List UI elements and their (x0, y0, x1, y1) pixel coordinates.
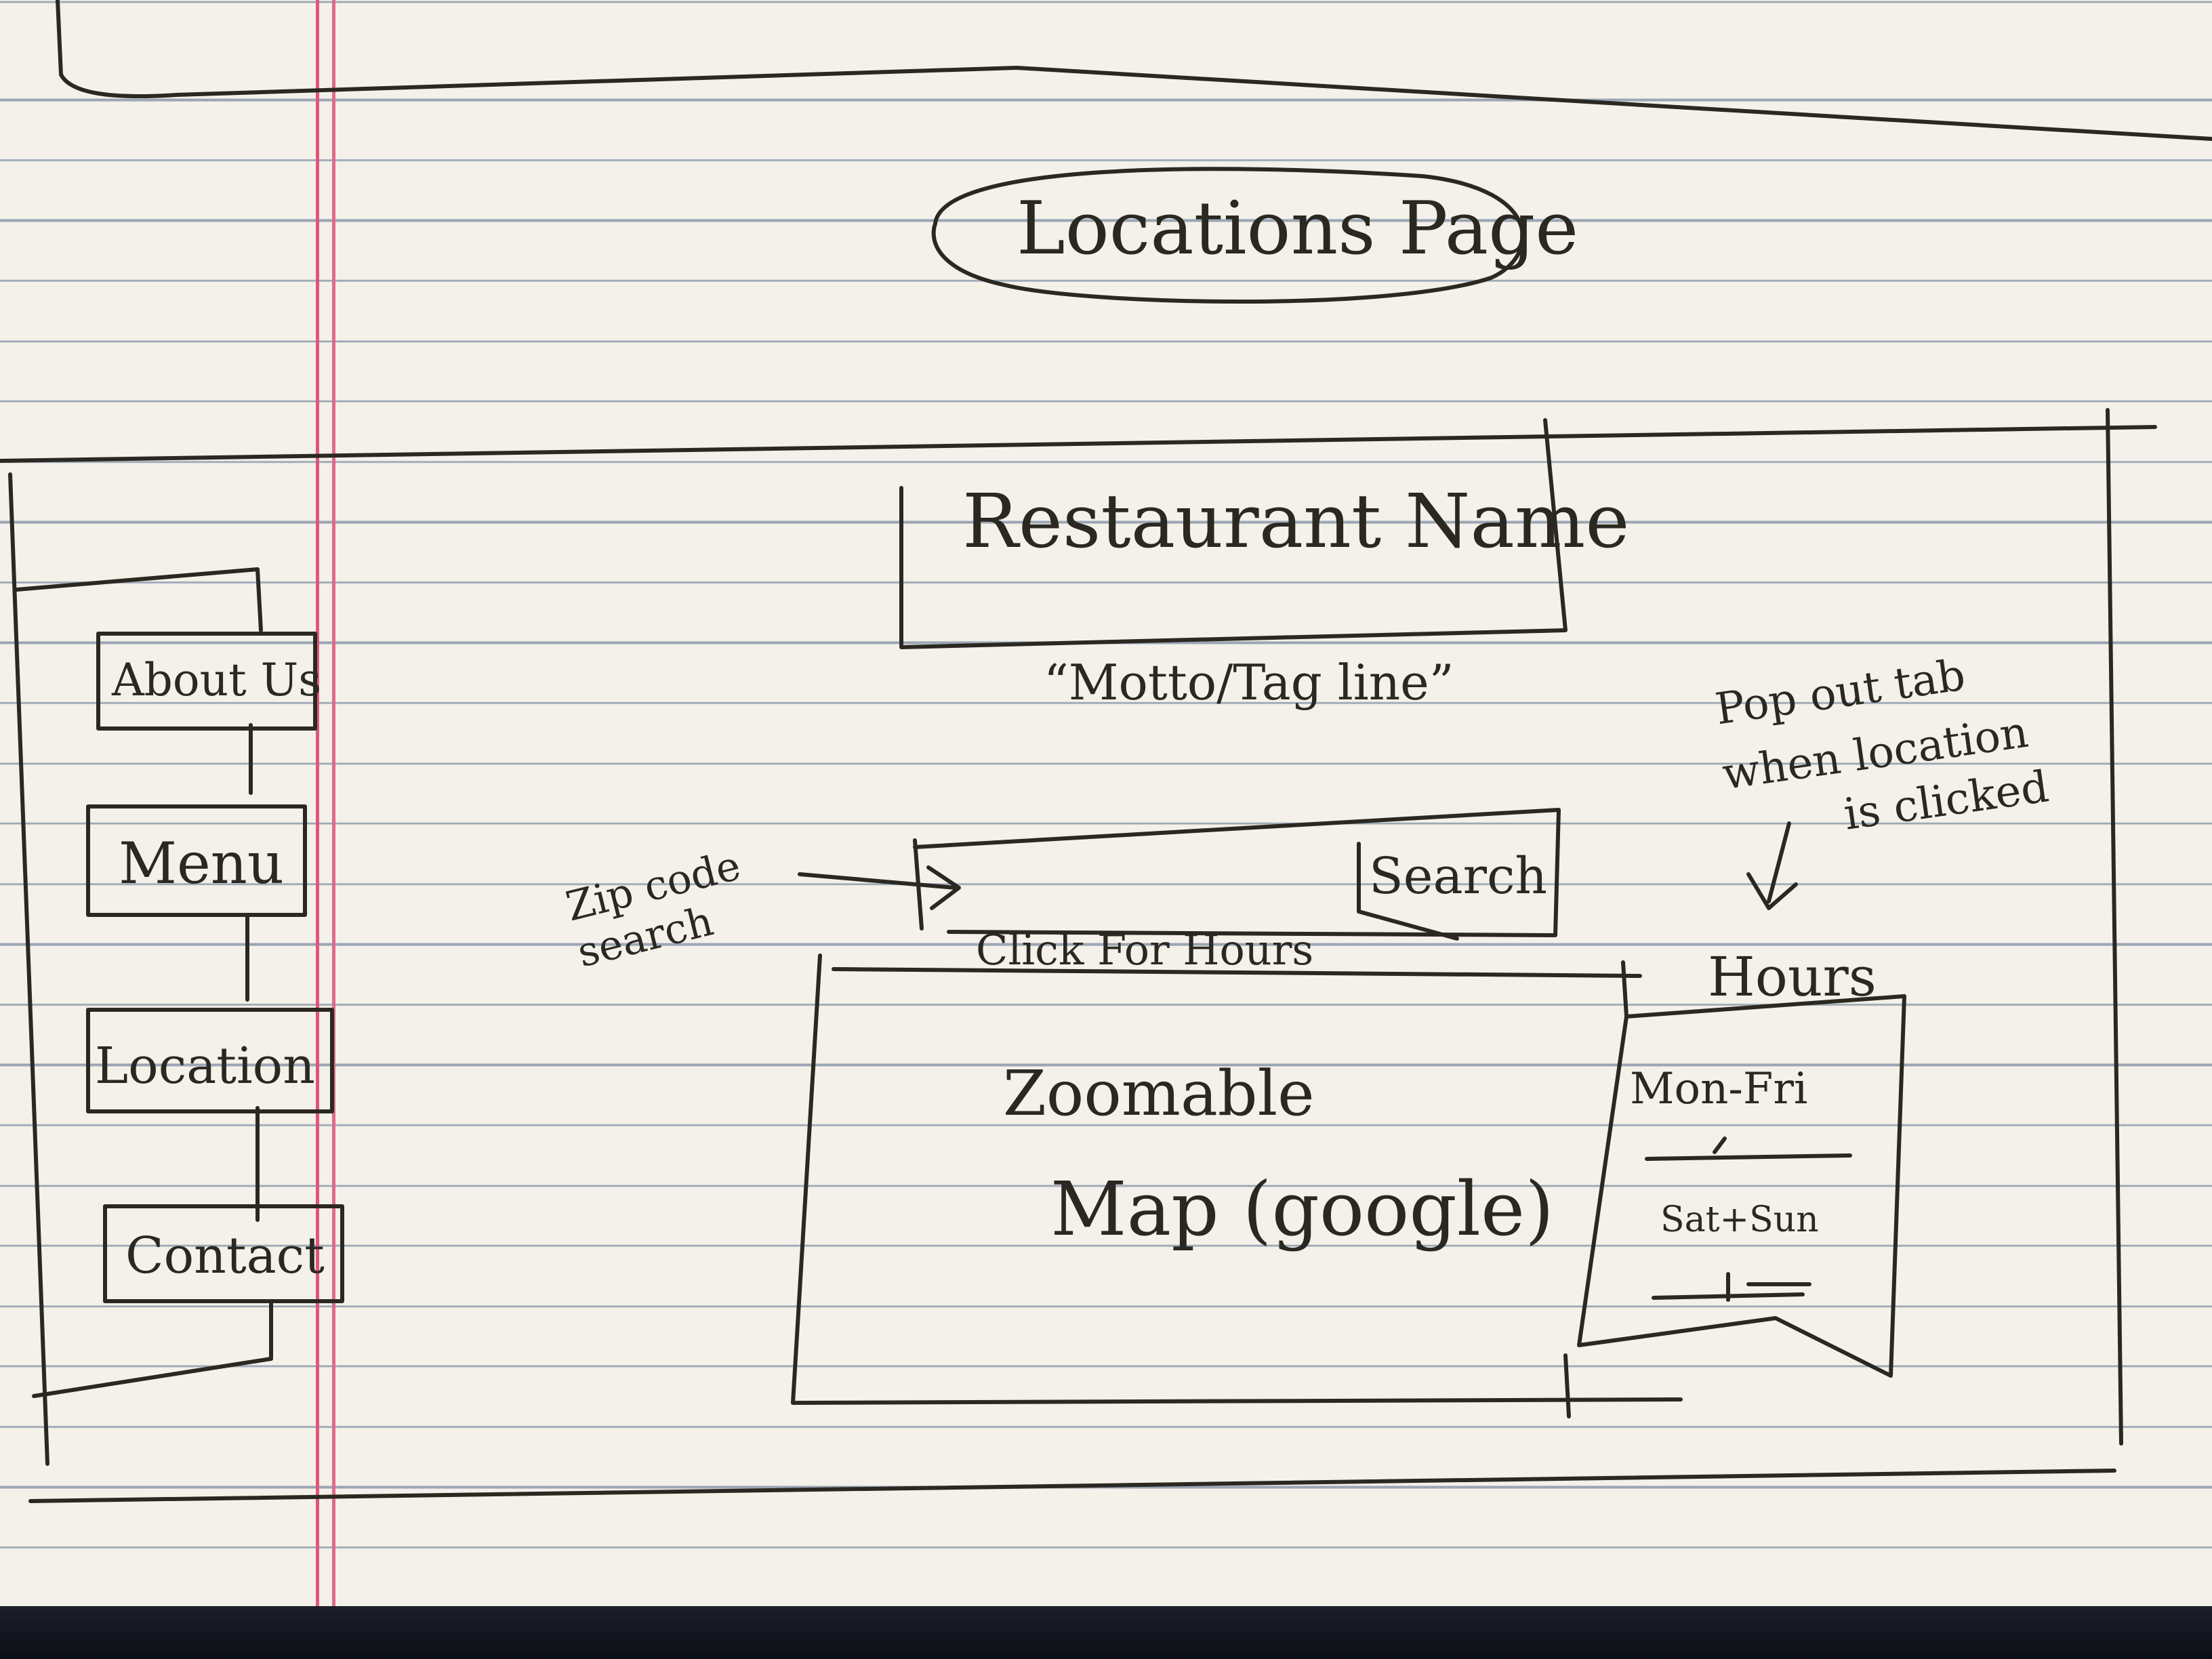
tagline: “Motto/Tag line” (1044, 654, 1454, 711)
previous-sketch-outline (56, 0, 2212, 141)
contact-box (103, 1204, 344, 1303)
search-button[interactable]: Search (1369, 847, 1548, 905)
nav-menu[interactable]: Menu (119, 830, 284, 897)
header-box (899, 418, 1568, 649)
background-fabric (0, 1606, 2212, 1659)
margin-line (332, 0, 335, 1606)
page-title: Locations Page (1017, 186, 1579, 271)
map-area[interactable]: Zoomable Map (google) (834, 983, 1579, 1382)
notebook-paper (0, 0, 2212, 1606)
nav-connector (32, 723, 273, 1398)
menu-box (86, 804, 307, 917)
hours-arrow (1746, 821, 1798, 910)
nav-about-us[interactable]: About Us (112, 654, 322, 706)
restaurant-name: Restaurant Name (962, 478, 1630, 565)
hours-weekend-label: Sat+Sun (1660, 1200, 1819, 1240)
browser-frame (0, 408, 2157, 1503)
about-us-box (96, 632, 317, 731)
zip-arrow (798, 865, 961, 910)
page-title-ellipse (931, 167, 1525, 304)
location-box (86, 1008, 334, 1113)
map-label-line1: Zoomable (1003, 1057, 1315, 1130)
hours-panel (1563, 994, 1906, 1418)
margin-line (316, 0, 319, 1606)
search-button-outline (1357, 842, 1459, 941)
map-label-line2: Map (google) (1050, 1166, 1554, 1252)
hours-weekday-label: Mon-Fri (1630, 1064, 1808, 1114)
nav-contact[interactable]: Contact (125, 1227, 325, 1285)
nav-location[interactable]: Location (95, 1037, 315, 1095)
hours-weekday-line (1645, 1136, 1852, 1161)
click-for-hours-hint[interactable]: Click For Hours (976, 925, 1314, 975)
hours-title: Hours (1708, 945, 1877, 1008)
sidebar-bracket (15, 567, 263, 632)
zip-code-input[interactable] (928, 851, 1349, 918)
map-frame (791, 954, 1683, 1405)
hours-weekend-line (1652, 1272, 1811, 1302)
